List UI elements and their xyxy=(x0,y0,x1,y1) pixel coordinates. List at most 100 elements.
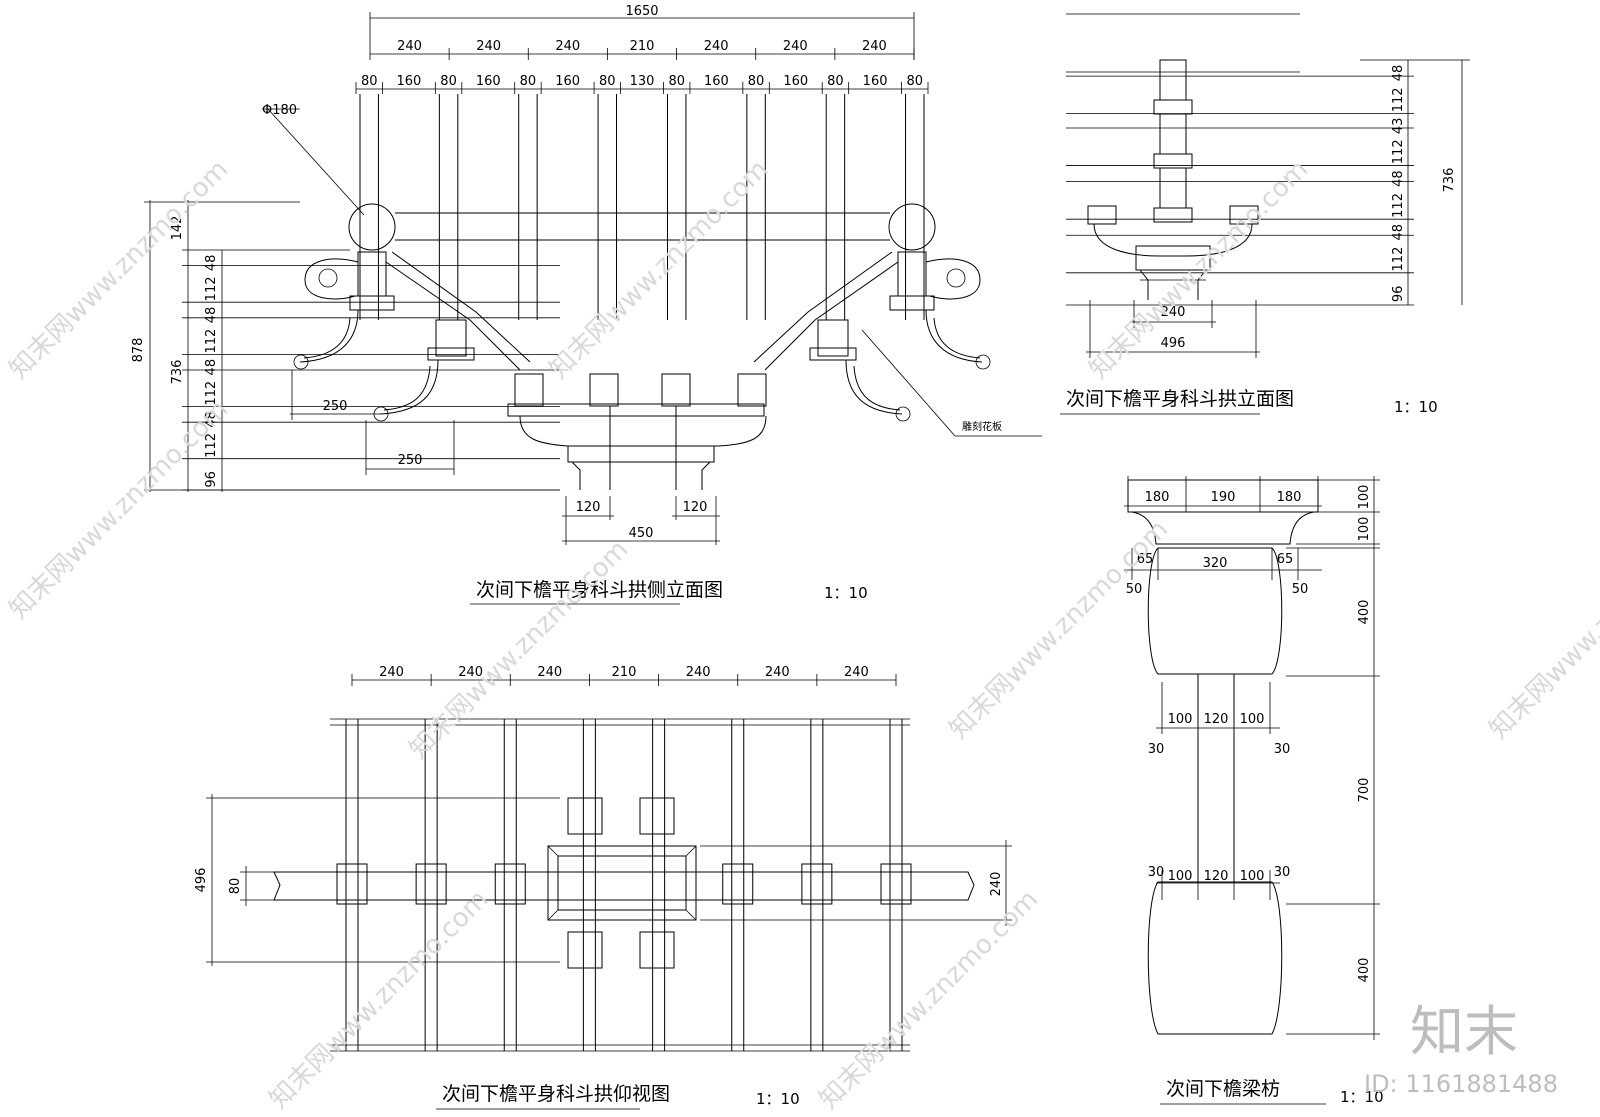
bottom-spacing-dimension: 240 xyxy=(765,665,790,680)
bottom-bracket-block xyxy=(494,863,526,905)
member-dimension: 160 xyxy=(783,74,808,89)
front-tier-dimension: 48 xyxy=(1391,65,1406,82)
bottom-view-title: 次间下檐平身科斗拱仰视图 xyxy=(442,1083,670,1105)
tier-dimension: 48 xyxy=(204,307,219,324)
tier-dimension: 112 xyxy=(204,329,219,354)
tier-dimension: 48 xyxy=(204,411,219,428)
beam-section-drawing: 180 190 180 100 100 65 320 65 50 50 100 … xyxy=(1124,476,1384,1106)
base-total: 450 xyxy=(629,526,654,541)
member-dimension: 160 xyxy=(476,74,501,89)
top-width-3: 180 xyxy=(1277,490,1302,505)
web-edge-bottom-right: 30 xyxy=(1274,865,1291,880)
base-right: 120 xyxy=(683,500,708,515)
bottom-spacing-dimension: 240 xyxy=(379,665,404,680)
front-tier-dimension: 96 xyxy=(1391,286,1406,303)
bottom-spacing-dimension: 210 xyxy=(612,665,637,680)
top-width-2: 190 xyxy=(1211,490,1236,505)
spacing-dimension: 240 xyxy=(476,39,501,54)
height-878: 878 xyxy=(131,338,146,363)
member-dimension: 80 xyxy=(361,74,378,89)
diameter-leader xyxy=(267,108,365,216)
web-bottom-2: 120 xyxy=(1204,869,1229,884)
watermark-text: 知末网www.znzmo.com xyxy=(944,514,1175,745)
tier-dimension: 48 xyxy=(204,255,219,272)
side-elevation-scale: 1：10 xyxy=(824,584,868,602)
overall-dimension: 1650 xyxy=(625,4,658,19)
bottom-spacing-dimension: 240 xyxy=(686,665,711,680)
bottom-bracket-block xyxy=(336,863,368,905)
bottom-spacing-dimension: 240 xyxy=(844,665,869,680)
member-dimension: 80 xyxy=(748,74,765,89)
side-elevation-title: 次间下檐平身科斗拱侧立面图 xyxy=(476,579,723,601)
spacing-dimension: 210 xyxy=(630,39,655,54)
front-tier-dimension: 48 xyxy=(1391,170,1406,187)
upper-outer-right: 50 xyxy=(1292,582,1309,597)
front-tier-dimension: 112 xyxy=(1391,247,1406,272)
upper-mid: 320 xyxy=(1203,556,1228,571)
top-height-1: 100 xyxy=(1357,485,1372,510)
spacing-dimension: 240 xyxy=(397,39,422,54)
web-bottom-1: 100 xyxy=(1168,869,1193,884)
front-tier-dimension: 112 xyxy=(1391,139,1406,164)
bottom-beam-width: 80 xyxy=(228,878,243,895)
cloud-scroll-right xyxy=(925,258,981,300)
member-dimension: 80 xyxy=(668,74,685,89)
watermark-text: 知末网www.znzmo.com xyxy=(1484,514,1600,745)
bottom-bracket-block xyxy=(415,863,447,905)
member-dimension: 80 xyxy=(907,74,924,89)
member-dimension: 160 xyxy=(863,74,888,89)
bottom-beam xyxy=(273,871,975,901)
front-tier-dimension: 43 xyxy=(1391,118,1406,135)
offset-lower: 250 xyxy=(398,453,423,468)
front-tier-dimension: 112 xyxy=(1391,87,1406,112)
upper-right: 65 xyxy=(1277,552,1294,567)
watermark-text: 知末网www.znzmo.com xyxy=(544,154,775,385)
bottom-spacing-dimension: 240 xyxy=(458,665,483,680)
height-web: 700 xyxy=(1357,778,1372,803)
watermark-text: 知末网www.znzmo.com xyxy=(814,884,1045,1115)
tier-dimension: 48 xyxy=(204,359,219,376)
member-dimension: 80 xyxy=(599,74,616,89)
height-736: 736 xyxy=(170,360,185,385)
member-dimension: 130 xyxy=(630,74,655,89)
beam-section-scale: 1：10 xyxy=(1340,1088,1384,1106)
front-inner-width: 240 xyxy=(1161,305,1186,320)
tier-dimension: 112 xyxy=(204,433,219,458)
bottom-bracket-block xyxy=(880,863,912,905)
spacing-dimension: 240 xyxy=(704,39,729,54)
bottom-depth: 496 xyxy=(194,868,209,893)
member-dimension: 80 xyxy=(827,74,844,89)
bottom-bracket-block xyxy=(801,863,833,905)
web-top-1: 100 xyxy=(1168,712,1193,727)
base-left: 120 xyxy=(576,500,601,515)
offset-upper: 250 xyxy=(323,399,348,414)
bottom-bracket-block xyxy=(722,863,754,905)
front-outer-width: 496 xyxy=(1161,336,1186,351)
bottom-block: 240 xyxy=(989,872,1004,897)
spacing-dimension: 240 xyxy=(783,39,808,54)
member-dimension: 160 xyxy=(555,74,580,89)
diameter-label: Φ180 xyxy=(262,103,297,118)
height-upper: 400 xyxy=(1357,600,1372,625)
front-total: 736 xyxy=(1442,168,1457,193)
tier-dimension: 112 xyxy=(204,276,219,301)
cloud-scroll-left xyxy=(304,258,359,300)
web-edge-top-right: 30 xyxy=(1274,742,1291,757)
carved-board-note: 雕刻花板 xyxy=(962,420,1002,433)
top-width-1: 180 xyxy=(1145,490,1170,505)
upper-left: 65 xyxy=(1137,552,1154,567)
top-height-2: 100 xyxy=(1357,517,1372,542)
member-dimension: 160 xyxy=(396,74,421,89)
front-tier-dimension: 112 xyxy=(1391,193,1406,218)
tier-dimension: 96 xyxy=(204,471,219,488)
member-dimension: 80 xyxy=(440,74,457,89)
watermark-text: 知末网www.znzmo.com xyxy=(4,394,235,625)
height-lower: 400 xyxy=(1357,958,1372,983)
web-top-2: 120 xyxy=(1204,712,1229,727)
watermark-text: 知末网www.znzmo.com xyxy=(1084,154,1315,385)
watermark-text: 知末网www.znzmo.com xyxy=(4,154,235,385)
